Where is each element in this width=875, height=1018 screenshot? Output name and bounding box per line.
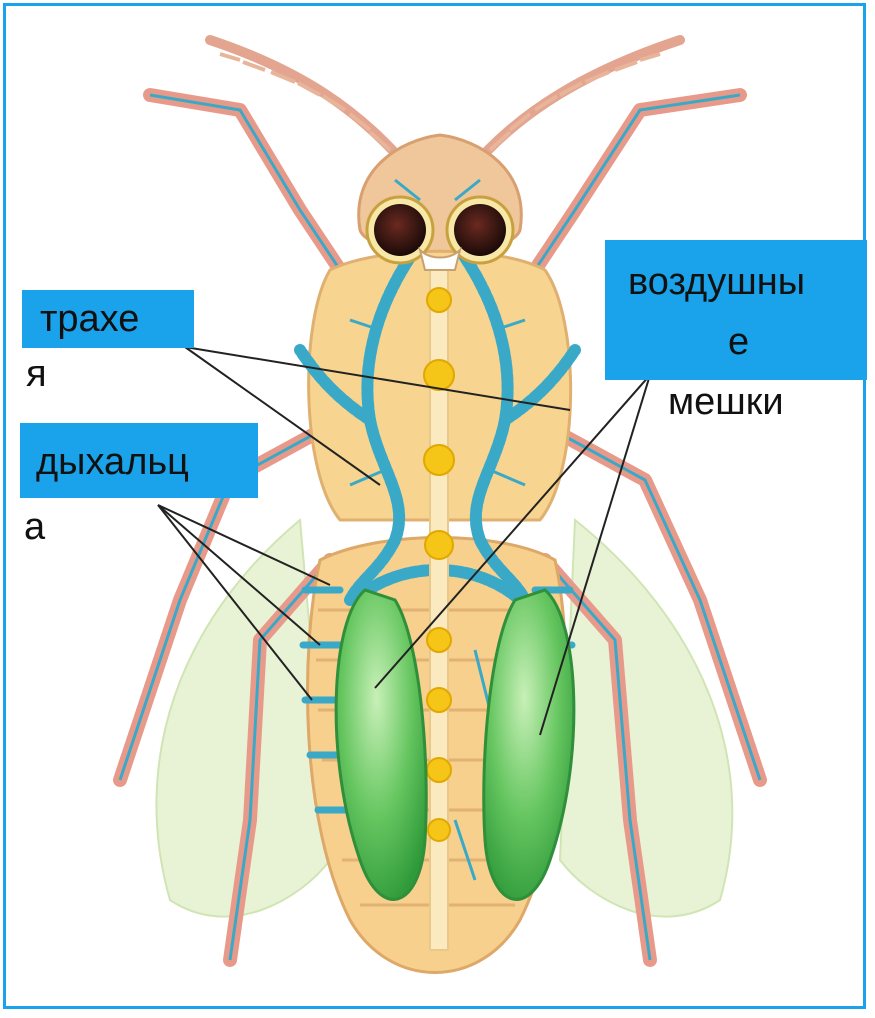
air-sacs-label-line3: мешки xyxy=(668,380,784,424)
trachea-label-line2: я xyxy=(26,352,47,396)
air-sacs-label-line1: воздушны xyxy=(628,260,805,304)
trachea-label-line1: трахе xyxy=(40,297,139,341)
spiracles-label-line1: дыхальц xyxy=(36,440,189,484)
spiracles-label-line2: а xyxy=(24,505,45,549)
air-sacs-label-line2: е xyxy=(728,320,749,364)
